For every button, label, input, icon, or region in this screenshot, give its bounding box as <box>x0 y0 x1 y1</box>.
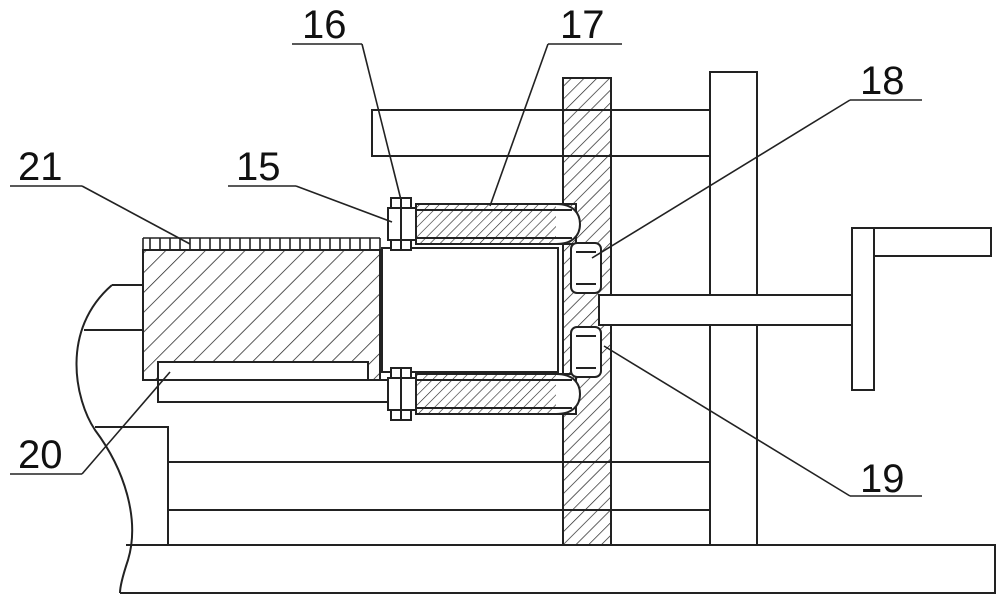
label-19: 19 <box>860 457 905 501</box>
inner-body <box>381 247 559 373</box>
break-line <box>75 284 134 594</box>
label-15: 15 <box>236 145 281 189</box>
label-17: 17 <box>560 3 605 47</box>
lower-fastener <box>387 367 417 421</box>
base-plate <box>120 544 996 594</box>
brush-bristles <box>142 237 381 250</box>
roller-lower <box>570 326 602 378</box>
slide-rail <box>157 379 389 403</box>
slide-plate <box>157 361 369 381</box>
upper-fastener <box>387 197 417 251</box>
leader-lines <box>10 43 922 497</box>
crank-grip <box>873 227 992 257</box>
top-arm <box>371 109 711 157</box>
roller-upper <box>570 242 602 294</box>
crank-handle-bar <box>851 227 875 391</box>
crank-shaft <box>598 294 853 326</box>
brush-body <box>142 249 381 381</box>
lower-rail-top <box>167 461 711 511</box>
label-20: 20 <box>18 433 63 477</box>
label-16: 16 <box>302 3 347 47</box>
label-21: 21 <box>18 145 63 189</box>
label-18: 18 <box>860 59 905 103</box>
